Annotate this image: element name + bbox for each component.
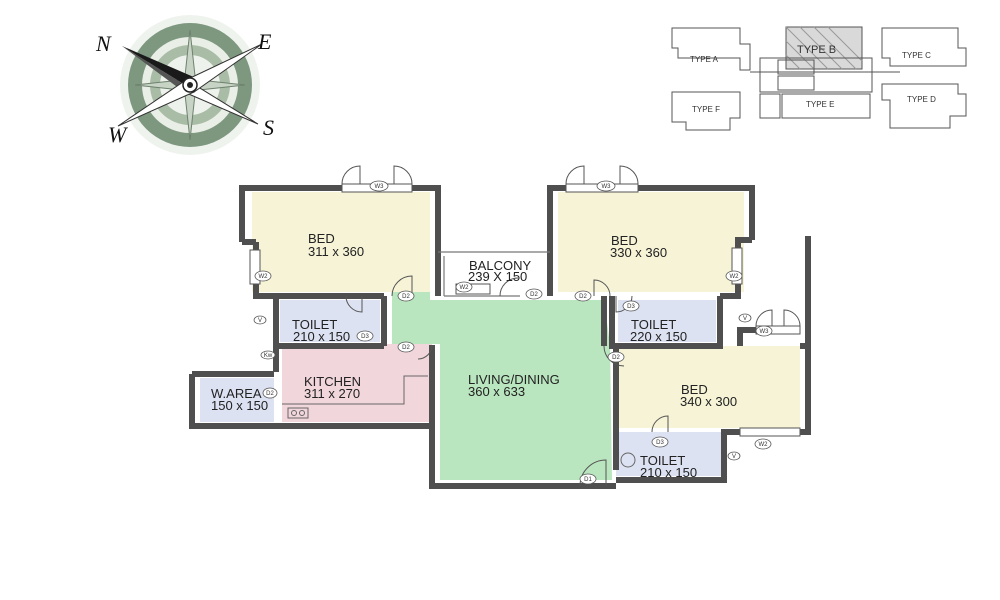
toilet3-size: 210 x 150: [640, 465, 697, 480]
living-size: 360 x 633: [468, 384, 525, 399]
opening-tags: W3 W3 W2 W2 W2 D2 D2 D2 D3 D3 D2 D2 D3 W…: [253, 180, 773, 485]
kitchen-sink-icon: [287, 407, 309, 419]
balcony-rail: [438, 251, 550, 297]
tag-d2-balcony: D2: [530, 292, 538, 298]
tag-d1-entrance: D1: [584, 477, 592, 483]
tag-w2-balcony: W2: [460, 285, 470, 291]
living-dining-area: [392, 292, 612, 480]
key-plan: [671, 26, 967, 131]
bed3-size: 340 x 300: [680, 394, 737, 409]
key-plan-type-e: TYPE E: [806, 100, 834, 109]
key-plan-type-c: TYPE C: [902, 51, 931, 60]
tag-w3-bed3: W3: [760, 329, 770, 335]
washing-area: [200, 378, 274, 422]
compass-rose: [117, 15, 263, 155]
tag-v-toilet2: V: [743, 316, 747, 322]
bed-room-2: [558, 192, 744, 292]
tag-d2-bed1: D2: [402, 294, 410, 300]
compass-east-label: E: [257, 29, 272, 54]
tag-w2-bed2-side: W2: [730, 274, 740, 280]
kitchen-name: KITCHEN: [304, 374, 361, 389]
tag-d3-toilet2: D3: [627, 304, 635, 310]
bed-room-1: [252, 192, 430, 292]
tag-d3-toilet3: D3: [656, 440, 664, 446]
kitchen-counter: [282, 375, 428, 419]
tag-w2-bed1-side: W2: [259, 274, 269, 280]
key-plan-type-b: TYPE B: [797, 44, 836, 56]
tag-d2-warea: D2: [266, 391, 274, 397]
bed3-name: BED: [681, 382, 708, 397]
toilet2-size: 220 x 150: [630, 329, 687, 344]
balcony-name: BALCONY: [469, 258, 531, 273]
tag-kw-kitchen: Kw: [264, 353, 273, 359]
toilet2-name: TOILET: [631, 317, 676, 332]
tag-w3-bed1: W3: [375, 184, 385, 190]
key-plan-type-a: TYPE A: [690, 55, 719, 64]
toilet3-name: TOILET: [640, 453, 685, 468]
tag-d2-bed3: D2: [612, 355, 620, 361]
key-plan-labels: TYPE A TYPE B TYPE C TYPE D TYPE E TYPE …: [690, 44, 936, 114]
tag-w3-bed2: W3: [602, 184, 612, 190]
room-labels: BED 311 x 360 BALCONY 239 X 150 BED 330 …: [211, 231, 737, 480]
tag-d2-bed2: D2: [579, 294, 587, 300]
compass-south-label: S: [263, 115, 274, 140]
living-name: LIVING/DINING: [468, 372, 560, 387]
room-fills: [200, 192, 800, 480]
kitchen-size: 311 x 270: [304, 386, 360, 401]
warea-name: W.AREA: [211, 386, 262, 401]
bed2-size: 330 x 360: [610, 245, 667, 260]
tag-w2-bed3: W2: [759, 442, 769, 448]
toilet-3: [616, 432, 722, 476]
bed2-name: BED: [611, 233, 638, 248]
tag-d2-kitchen: D2: [402, 345, 410, 351]
tag-v-toilet3: V: [732, 454, 736, 460]
tag-v-toilet1: V: [258, 318, 262, 324]
balcony-size: 239 X 150: [468, 269, 527, 284]
compass-north-label: N: [95, 31, 112, 56]
toilet-3-wc-icon: [620, 452, 636, 468]
compass-west-label: W: [108, 122, 128, 147]
toilet1-name: TOILET: [292, 317, 337, 332]
tag-d3-toilet1: D3: [361, 334, 369, 340]
toilet-fixtures: [620, 452, 636, 468]
kitchen-area: [282, 344, 432, 422]
warea-size: 150 x 150: [211, 398, 268, 413]
toilet1-size: 210 x 150: [293, 329, 350, 344]
bed1-name: BED: [308, 231, 335, 246]
key-plan-type-d: TYPE D: [907, 95, 936, 104]
bed1-size: 311 x 360: [308, 244, 364, 259]
walls: [189, 185, 811, 489]
key-plan-type-f: TYPE F: [692, 105, 720, 114]
bed-room-3: [614, 346, 800, 428]
